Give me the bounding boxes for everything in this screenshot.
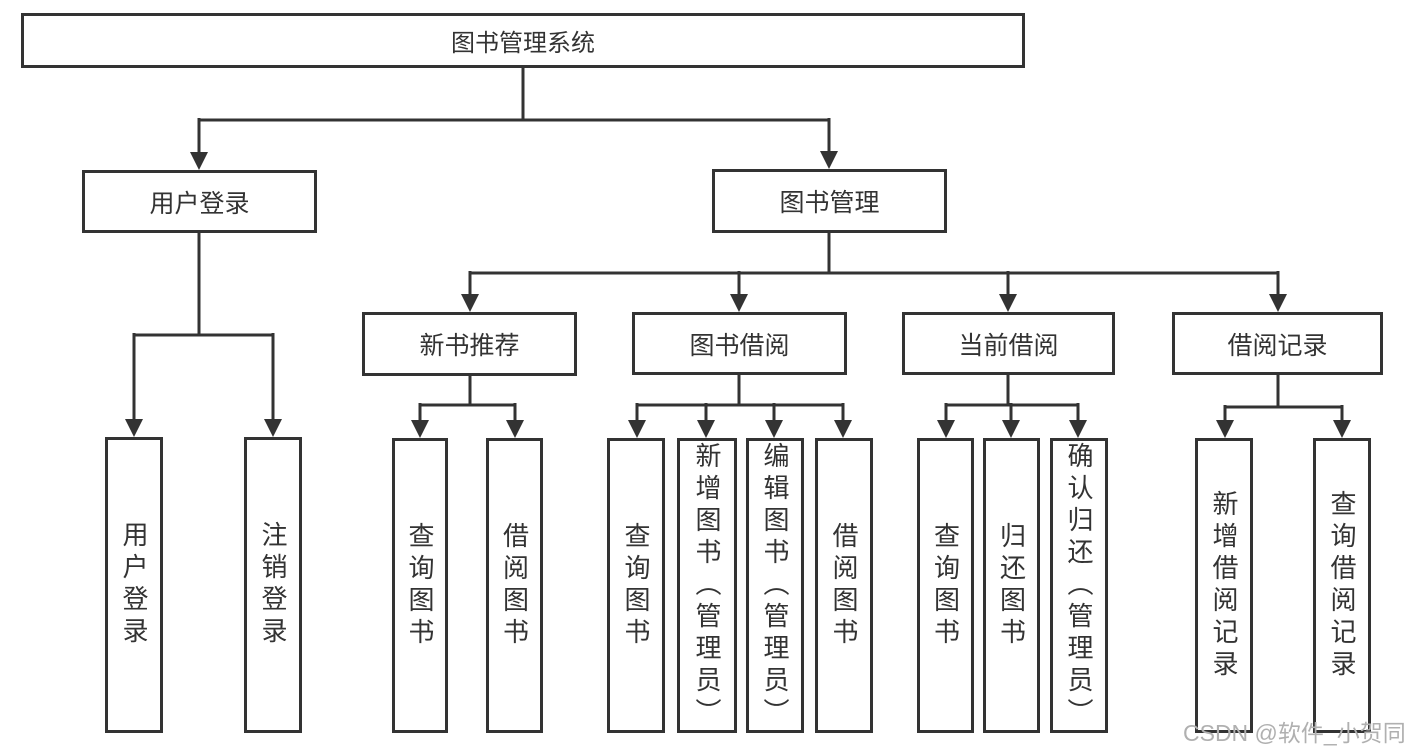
leaf-confirm-return-admin: 确认归还（管理员） [1050,438,1108,733]
node-user-login: 用户登录 [82,170,317,233]
leaf-user-login: 用户登录 [105,437,163,733]
leaf-add-borrow-record: 新增借阅记录 [1195,438,1253,733]
node-borrowing-records: 借阅记录 [1172,312,1383,375]
leaf-logout: 注销登录 [244,437,302,733]
node-current-borrowing: 当前借阅 [902,312,1115,375]
node-book-management: 图书管理 [712,169,947,233]
leaf-query-books-recommend: 查询图书 [392,438,448,733]
connector-path [132,68,1344,424]
node-book-borrowing: 图书借阅 [632,312,847,375]
leaf-add-books-admin: 新增图书（管理员） [677,438,737,733]
arrowhead-icon [125,151,1351,438]
node-library-system: 图书管理系统 [21,13,1025,68]
leaf-query-books-current: 查询图书 [917,438,974,733]
leaf-edit-books-admin: 编辑图书（管理员） [746,438,804,733]
leaf-query-books-borrow: 查询图书 [607,438,665,733]
node-new-book-recommendation: 新书推荐 [362,312,577,376]
leaf-query-borrow-record: 查询借阅记录 [1313,438,1371,733]
leaf-return-books: 归还图书 [983,438,1040,733]
leaf-borrow-books-recommend: 借阅图书 [486,438,543,733]
leaf-borrow-books-borrow: 借阅图书 [815,438,873,733]
watermark-text: CSDN @软件_小贺同学 [1183,720,1405,746]
